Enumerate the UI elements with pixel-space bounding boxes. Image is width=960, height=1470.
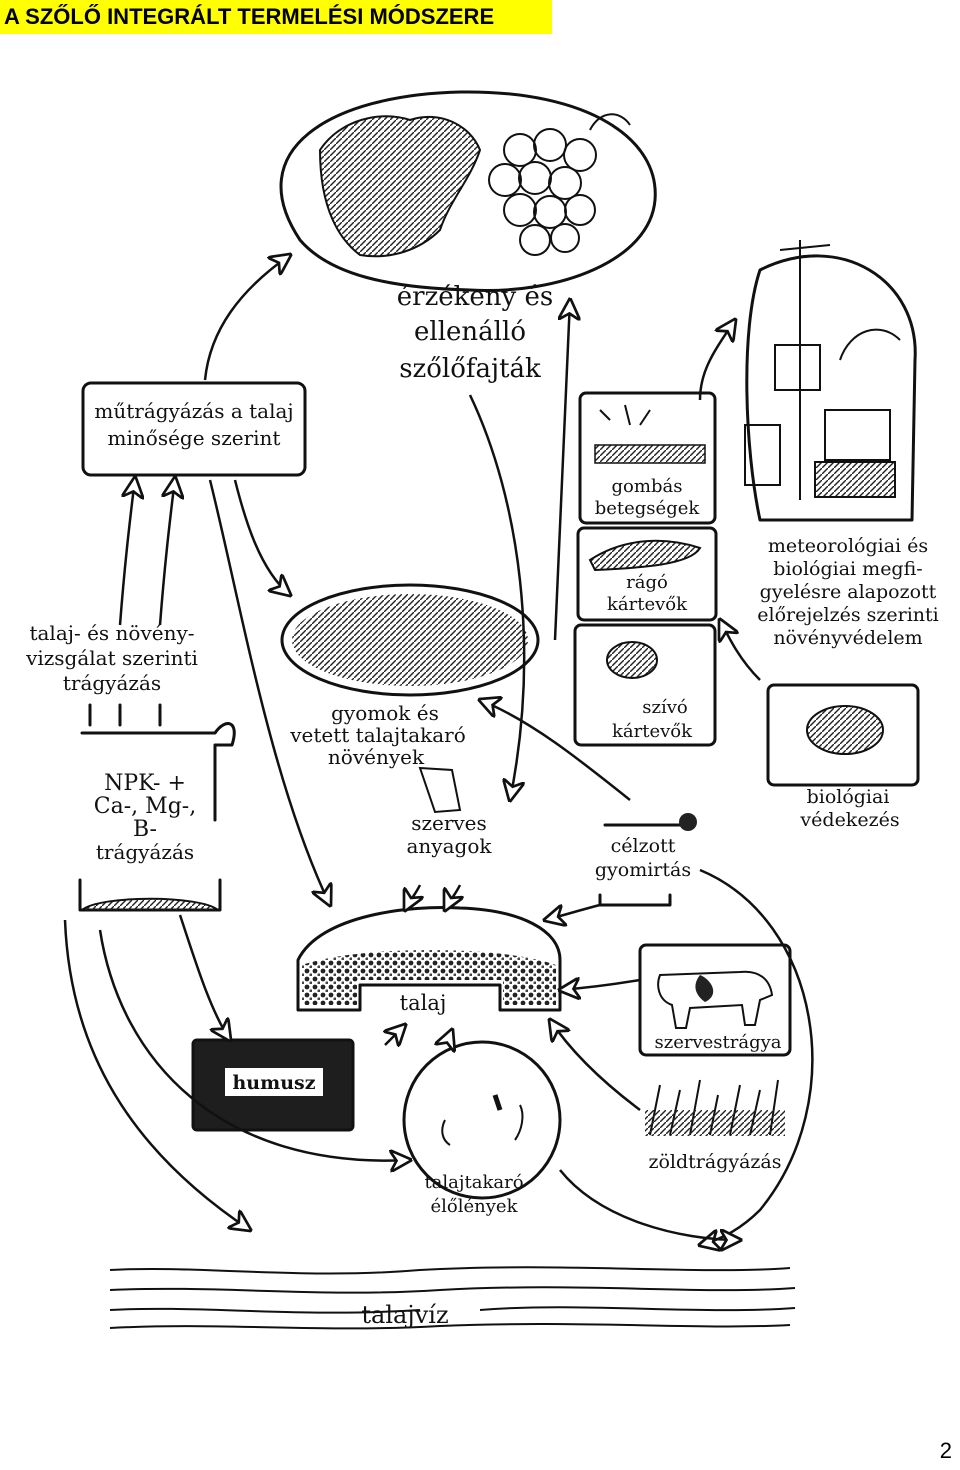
svg-text:gyelésre alapozott: gyelésre alapozott: [760, 581, 937, 603]
fungal-disease-panel: gombás betegségek: [578, 391, 717, 525]
groundwater-waves: talajvíz: [109, 1266, 796, 1330]
svg-text:előrejelzés szerinti: előrejelzés szerinti: [757, 604, 938, 626]
organic-matter-label: szerves anyagok: [407, 766, 493, 858]
humus-box: humusz: [191, 1038, 355, 1132]
svg-text:NPK- +: NPK- +: [104, 771, 186, 796]
svg-text:talaj- és növény-: talaj- és növény-: [29, 621, 194, 645]
svg-text:talajvíz: talajvíz: [361, 1301, 448, 1329]
weeds-label: gyomok és vetett talajtakaró növények: [289, 701, 466, 769]
svg-text:ellenálló: ellenálló: [414, 317, 526, 347]
svg-text:kártevők: kártevők: [612, 721, 693, 742]
svg-text:minősége szerint: minősége szerint: [108, 426, 281, 450]
green-manure-panel: zöldtrágyázás: [645, 1079, 785, 1173]
svg-text:rágó: rágó: [626, 572, 668, 593]
soil-organisms-circle: talajtakaró élőlények: [402, 1040, 562, 1217]
page-title: A SZŐLŐ INTEGRÁLT TERMELÉSI MÓDSZERE: [0, 0, 552, 34]
svg-text:Ca-, Mg-,: Ca-, Mg-,: [94, 794, 196, 819]
manure-panel: szervestrágya: [638, 943, 792, 1057]
biological-protection-panel: biológiai védekezés: [766, 683, 920, 831]
svg-text:vetett talajtakaró: vetett talajtakaró: [289, 723, 466, 747]
weeds-ellipse: [280, 583, 540, 697]
svg-text:célzott: célzott: [611, 835, 676, 857]
svg-text:növények: növények: [328, 745, 425, 769]
svg-text:érzékeny és: érzékeny és: [397, 282, 553, 312]
weather-station-panel: [744, 240, 917, 522]
svg-text:vizsgálat szerinti: vizsgálat szerinti: [25, 646, 198, 670]
svg-text:gyomirtás: gyomirtás: [595, 859, 691, 881]
svg-text:trágyázás: trágyázás: [96, 840, 194, 864]
svg-text:szervestrágya: szervestrágya: [654, 1032, 781, 1053]
npk-container: NPK- + Ca-, Mg-, B- trágyázás: [78, 703, 236, 912]
svg-text:növényvédelem: növényvédelem: [773, 627, 922, 649]
svg-text:biológiai: biológiai: [807, 786, 890, 808]
svg-text:talaj: talaj: [400, 991, 447, 1015]
svg-text:biológiai megfi-: biológiai megfi-: [773, 558, 922, 580]
svg-text:gombás: gombás: [612, 476, 683, 497]
svg-text:védekezés: védekezés: [799, 809, 899, 831]
varieties-label: érzékeny és ellenálló szőlőfajták: [397, 282, 553, 384]
svg-text:szívó: szívó: [642, 697, 687, 718]
svg-text:zöldtrágyázás: zöldtrágyázás: [648, 1151, 781, 1173]
page-number: 2: [939, 1438, 952, 1463]
soil-plant-test-label: talaj- és növény- vizsgálat szerinti trá…: [25, 621, 198, 695]
svg-text:szőlőfajták: szőlőfajták: [399, 354, 541, 384]
flow-arrows: [63, 255, 814, 1245]
grapevine-ellipse: [279, 90, 657, 292]
svg-text:B-: B-: [133, 817, 157, 842]
soil-container: talaj: [296, 906, 562, 1015]
cow-icon: [657, 970, 774, 1029]
svg-text:betegségek: betegségek: [595, 498, 701, 519]
svg-text:szerves: szerves: [411, 811, 487, 835]
svg-text:kártevők: kártevők: [607, 594, 688, 615]
svg-text:műtrágyázás a talaj: műtrágyázás a talaj: [94, 399, 293, 423]
svg-text:gyomok és: gyomok és: [331, 701, 439, 725]
svg-text:trágyázás: trágyázás: [63, 671, 161, 695]
fertilization-quality-box: műtrágyázás a talaj minősége szerint: [81, 381, 307, 477]
chewing-pests-panel: rágó kártevők: [576, 526, 718, 622]
vine-leaf-icon: [318, 115, 482, 258]
svg-text:humusz: humusz: [232, 1072, 315, 1094]
svg-text:élőlények: élőlények: [431, 1196, 519, 1217]
sucking-pests-panel: szívó kártevők: [573, 623, 717, 747]
svg-text:meteorológiai és: meteorológiai és: [768, 535, 928, 557]
meteo-label: meteorológiai és biológiai megfi- gyelés…: [757, 535, 938, 649]
grape-cluster-icon: [488, 113, 631, 256]
svg-text:anyagok: anyagok: [407, 834, 493, 858]
svg-text:talajtakaró: talajtakaró: [424, 1172, 523, 1193]
targeted-weeding-label: célzott gyomirtás: [595, 813, 697, 907]
